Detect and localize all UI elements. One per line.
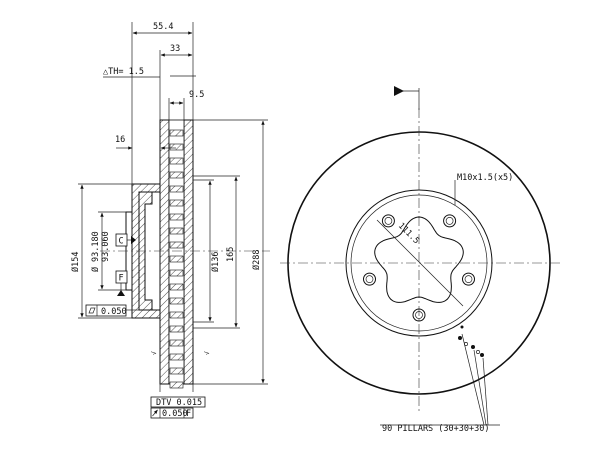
min-thickness-label: △TH= 1.5	[103, 67, 144, 77]
bolt-hole-thread	[365, 275, 374, 283]
runout-icon	[152, 409, 158, 417]
vent-pillar	[169, 143, 184, 151]
dim-288: Ø288	[251, 250, 262, 270]
flatness-icon	[88, 307, 96, 314]
pillars-label: 90 PILLARS (30+30+30)	[382, 424, 489, 434]
pillars-leader-3	[482, 357, 489, 426]
flatness-frame	[85, 304, 127, 317]
front-view: 111.5 M10x1.5(x5) 90 PILLARS (30+30+30)	[280, 86, 560, 434]
dtv-label: DTV 0.015	[156, 398, 202, 408]
dim-9-5: 9.5	[189, 90, 204, 100]
bolt-hole-thread	[445, 217, 454, 225]
dim-16: 16	[115, 135, 125, 145]
section-view: 55.4 33 △TH= 1.5 9.5 16 Ø154 Ø 93.180 93…	[70, 22, 270, 419]
vent-pillar	[169, 185, 184, 193]
pillars-leader-1	[461, 333, 485, 426]
runout-value: 0.050	[162, 409, 188, 419]
dim-136: Ø136	[210, 252, 221, 272]
vent-pillar	[169, 353, 184, 361]
datum-f: F	[119, 274, 124, 284]
vent-pillar	[169, 269, 184, 277]
finish-mark-left: √	[151, 351, 158, 355]
vent-pillar	[169, 381, 184, 389]
dim-33: 33	[170, 44, 180, 54]
pcd-leader	[376, 219, 464, 307]
bolt-hole-thread	[384, 217, 393, 225]
outer-plate-left	[159, 119, 170, 385]
bolt-hole	[443, 214, 457, 228]
bolt-hole-thread	[464, 275, 473, 283]
pillar-markers	[458, 325, 484, 357]
dim-93-symbol: Ø	[90, 267, 101, 272]
datum-c: C	[119, 237, 124, 247]
vent-pillar	[169, 157, 184, 165]
hub-flange	[138, 191, 153, 311]
pillars-leader-2	[473, 349, 487, 426]
vent-pillars	[169, 129, 184, 389]
dim-93-lower: 93.060	[101, 231, 111, 262]
dim-55-4: 55.4	[153, 22, 173, 32]
bolt-thread-label: M10x1.5(x5)	[457, 173, 513, 183]
vent-pillar	[169, 171, 184, 179]
vent-pillar	[169, 213, 184, 221]
datum-f-box	[115, 270, 128, 284]
vent-pillar	[169, 255, 184, 263]
vent-pillar	[169, 227, 184, 235]
outer-plate-right	[183, 119, 194, 385]
bolt-hole	[412, 308, 426, 322]
vent-pillar	[169, 297, 184, 305]
dim-165: 165	[226, 247, 236, 262]
vent-pillar	[169, 199, 184, 207]
vent-pillar	[169, 367, 184, 375]
bolt-hole	[381, 214, 395, 228]
vent-pillar	[169, 283, 184, 291]
runout-datum: F	[186, 409, 191, 419]
vent-pillar	[169, 241, 184, 249]
center-bore	[374, 216, 464, 303]
dim-154: Ø154	[70, 252, 81, 272]
finish-mark-right: √	[204, 351, 211, 355]
vent-pillar	[169, 325, 184, 333]
bolt-hole	[462, 272, 475, 286]
bolt-holes	[363, 214, 475, 322]
dim-93-upper: 93.180	[91, 231, 101, 262]
vent-pillar	[169, 129, 184, 137]
dtv-frame	[150, 396, 206, 408]
bolt-hole-thread	[415, 311, 423, 319]
flatness-value: 0.050	[101, 307, 127, 317]
bolt-hole	[363, 272, 376, 286]
vent-pillar	[169, 311, 184, 319]
runout-frame	[150, 407, 194, 419]
vent-pillar	[169, 339, 184, 347]
